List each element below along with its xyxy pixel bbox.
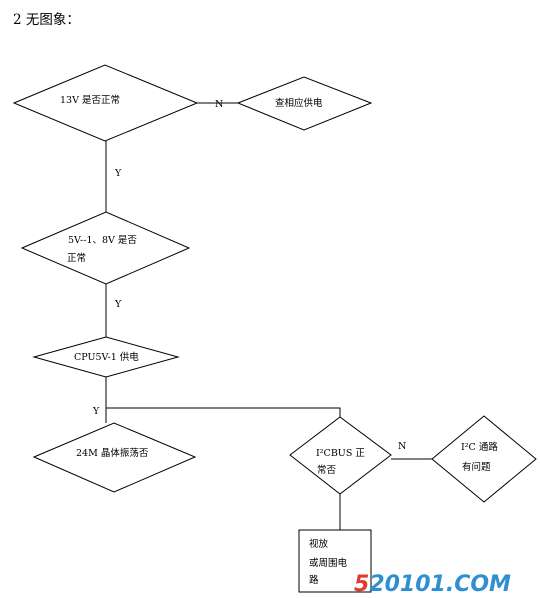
edge-label-n-13v: N [215, 99, 223, 110]
edge-label-n-i2c: N [398, 441, 406, 452]
decision-13v-label: 13V 是否正常 [60, 94, 120, 106]
decision-cpu5v1 [32, 336, 180, 378]
edge-label-y-5v8v: Y [114, 299, 122, 310]
decision-13v [12, 64, 199, 142]
decision-5v-8v-label-line1: 5V--1、8V 是否 [68, 235, 137, 246]
decision-i2c-path-label-line2: 有问题 [462, 461, 491, 473]
section-heading: 2 无图象： [13, 12, 80, 28]
watermark-main: 20101.COM [369, 572, 511, 597]
decision-i2c-bus-label-line1: I²CBUS 正 [316, 448, 365, 459]
decision-24m-crystal-label: 24M 晶体振荡否 [76, 447, 149, 459]
decision-cpu5v1-label: CPU5V-1 供电 [74, 351, 139, 363]
decision-5v-8v-label-line2: 正常 [67, 252, 86, 264]
edge-label-y-cpu: Y [92, 406, 100, 417]
process-video-amplifier [298, 529, 372, 593]
edge-label-y-13v: Y [114, 168, 122, 179]
decision-5v-8v [20, 211, 191, 285]
decision-i2c-path-label-line1: I²C 通路 [461, 441, 498, 453]
watermark-accent: 5 [354, 572, 369, 597]
watermark-logo: 520101.COM [354, 572, 511, 597]
decision-check-supply-label: 查相应供电 [275, 97, 323, 109]
decision-24m-crystal [32, 422, 197, 493]
decision-i2c-bus [289, 416, 392, 495]
decision-i2c-bus-label-line2: 常否 [317, 464, 337, 476]
connector-cpu-to-i2c [106, 407, 341, 417]
decision-i2c-path [431, 415, 537, 503]
process-video-label-line1: 视放 [309, 538, 329, 550]
process-video-label-line3: 路 [309, 574, 319, 586]
decision-check-supply [236, 76, 373, 131]
process-video-label-line2: 或周围电 [309, 557, 348, 569]
